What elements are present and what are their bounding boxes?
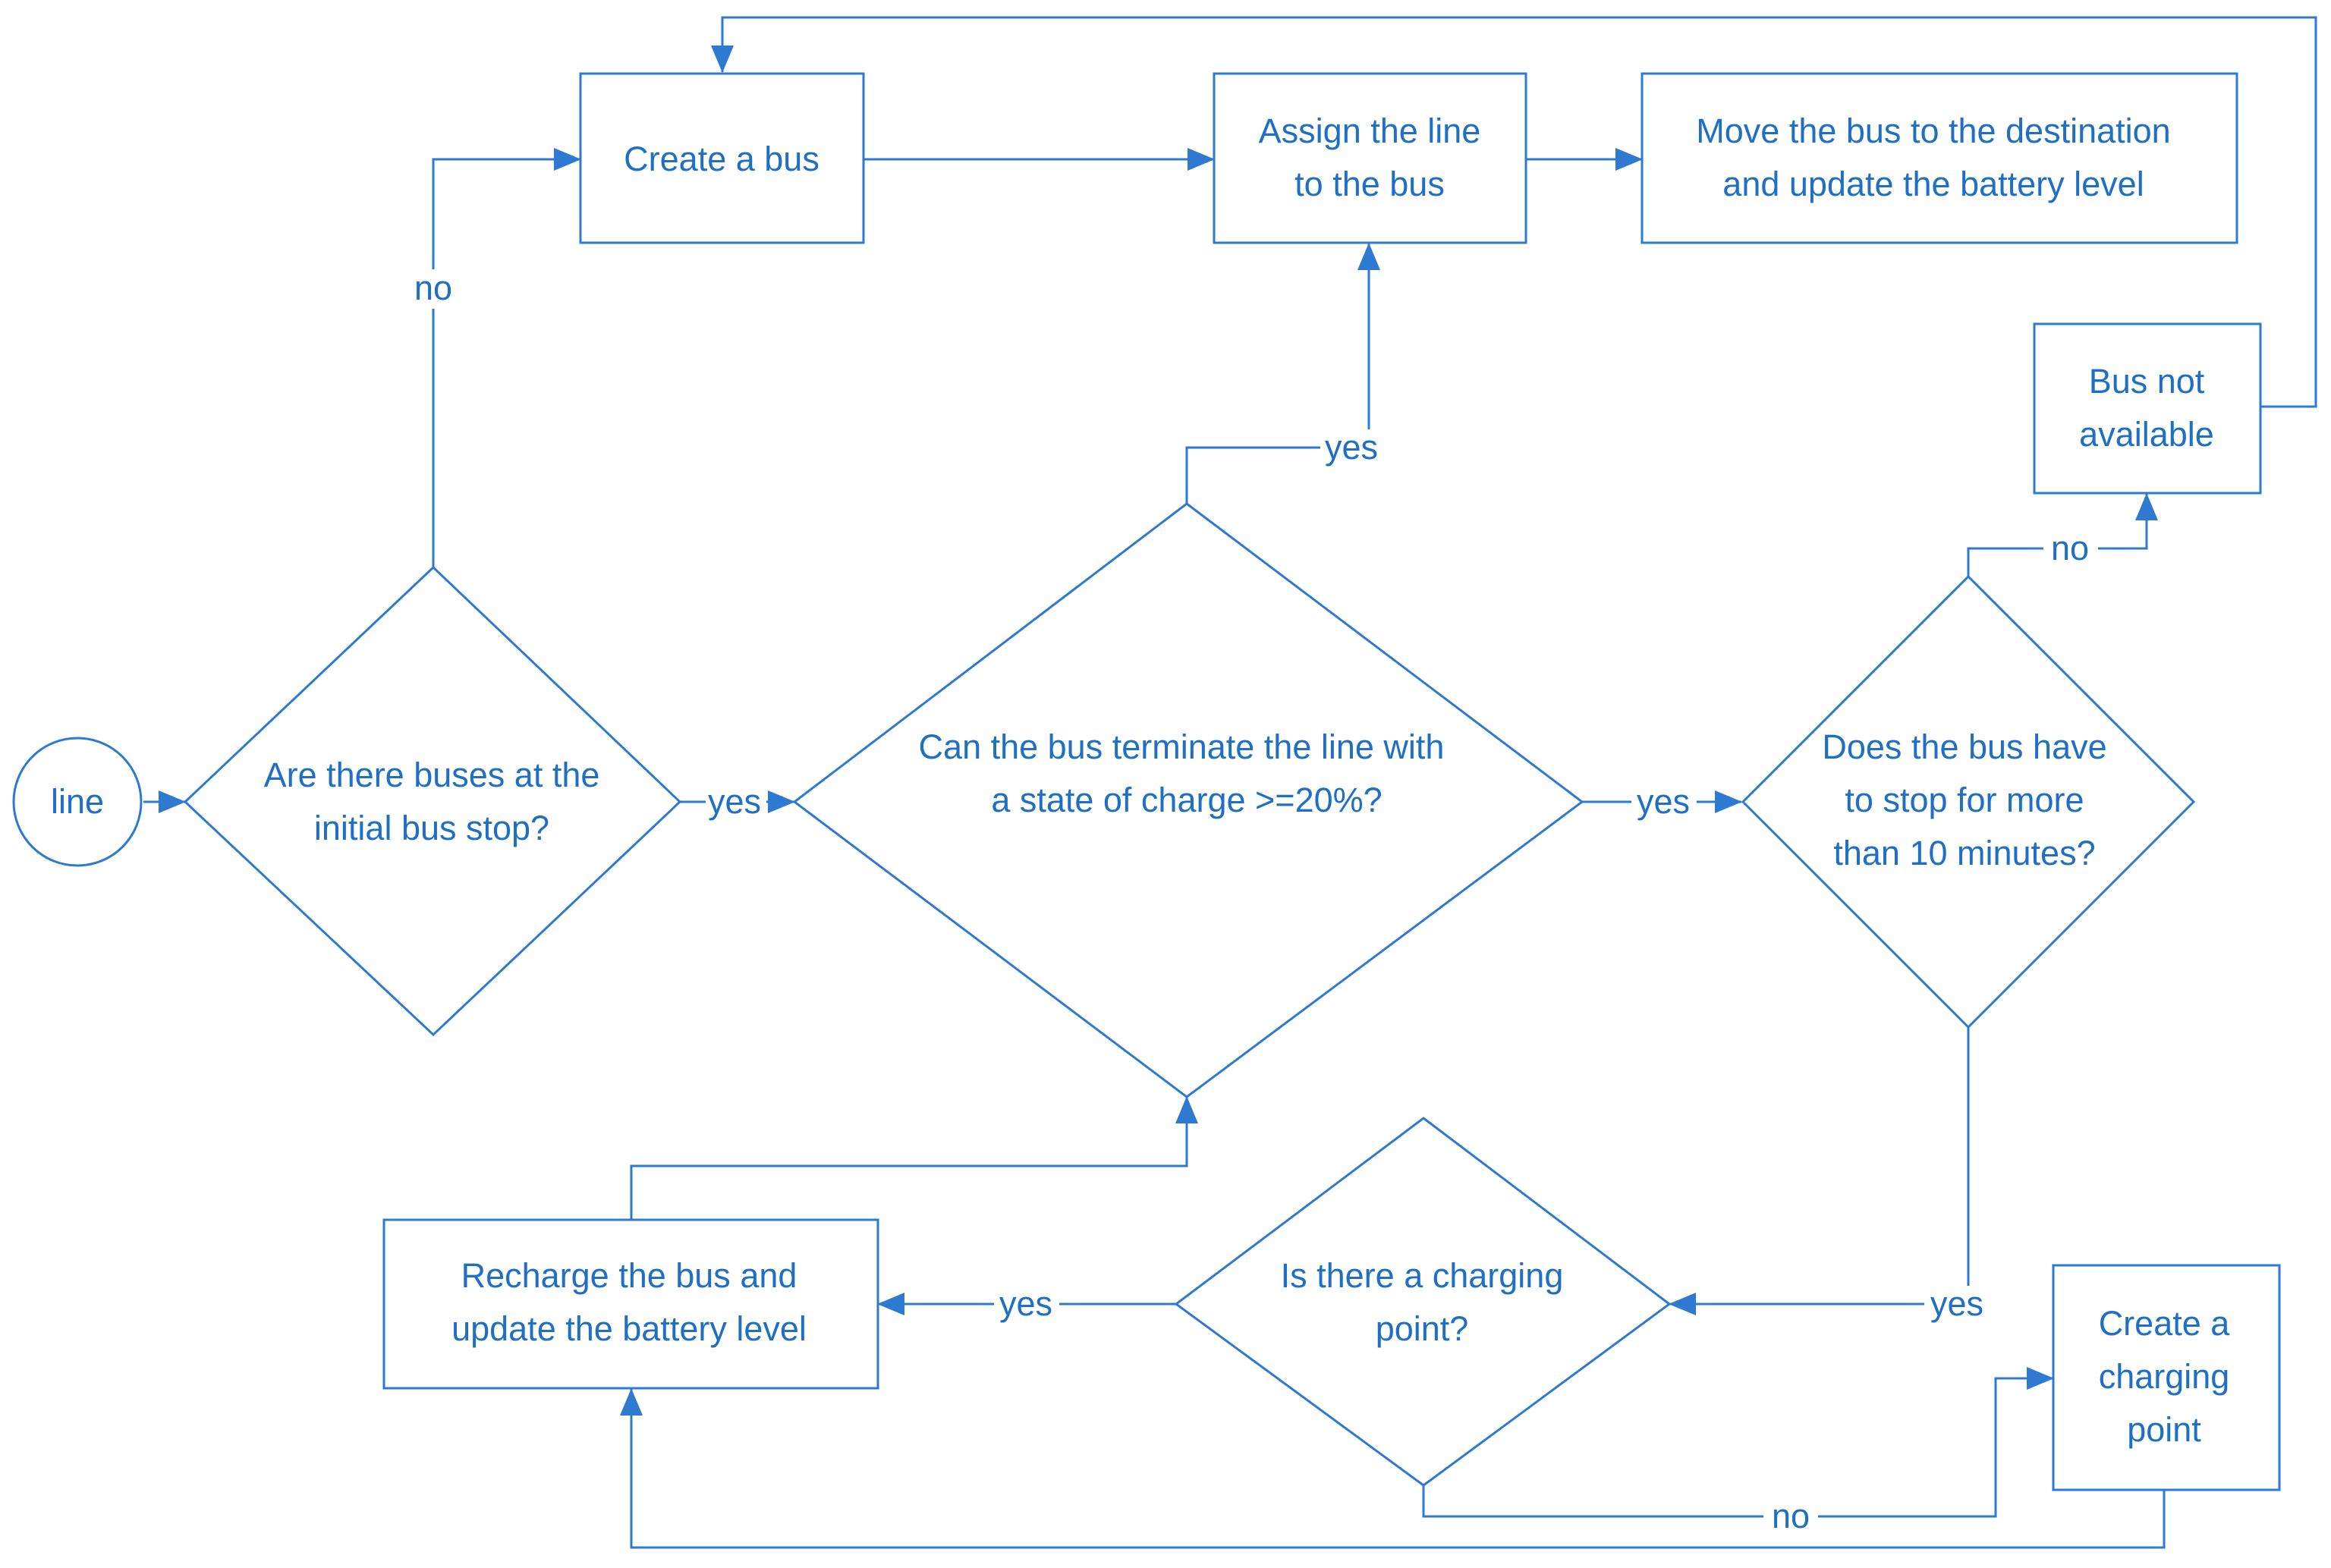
start-node: line bbox=[12, 737, 143, 867]
decision-buses-at-stop-line2: initial bus stop? bbox=[314, 809, 549, 847]
edge-label-buses-no-text: no bbox=[414, 269, 452, 307]
process-create-charging-point: Create a charging point bbox=[2052, 1264, 2281, 1491]
process-move-bus-line1: Move the bus to the destination bbox=[1696, 112, 2170, 150]
edge-create-cp-to-recharge bbox=[620, 1388, 2166, 1549]
edge-label-charging-yes-text: yes bbox=[999, 1284, 1052, 1323]
edge-recharge-to-q-terminate bbox=[630, 1096, 1198, 1220]
decision-stop-duration-line3: than 10 minutes? bbox=[1833, 834, 2095, 872]
edge-label-stop-yes-text: yes bbox=[1930, 1284, 1983, 1323]
process-create-charging-point-line1: Create a bbox=[2099, 1304, 2231, 1343]
decision-terminate-line: Can the bus terminate the line with a st… bbox=[792, 502, 1584, 1098]
decision-buses-at-stop: Are there buses at the initial bus stop? bbox=[183, 565, 682, 1037]
decision-buses-at-stop-line1: Are there buses at the bbox=[264, 756, 600, 794]
process-bus-not-available-line2: available bbox=[2079, 415, 2214, 454]
start-label: line bbox=[51, 782, 104, 821]
edge-q-buses-no bbox=[432, 148, 581, 567]
edge-label-buses-no: no bbox=[402, 269, 464, 309]
process-create-charging-point-line3: point bbox=[2127, 1410, 2201, 1449]
decision-terminate-line-line1: Can the bus terminate the line with bbox=[919, 727, 1445, 766]
decision-charging-point: Is there a charging point? bbox=[1174, 1117, 1672, 1487]
process-bus-not-available-line1: Bus not bbox=[2089, 362, 2205, 401]
decision-terminate-line-line2: a state of charge >=20%? bbox=[991, 781, 1382, 819]
edge-q-stop-yes bbox=[1669, 1027, 1970, 1315]
process-recharge: Recharge the bus and update the battery … bbox=[382, 1218, 879, 1390]
edge-label-terminate-yes-right: yes bbox=[1631, 782, 1697, 821]
process-create-charging-point-line2: charging bbox=[2099, 1357, 2230, 1396]
decision-stop-duration-line2: to stop for more bbox=[1845, 781, 2084, 819]
process-create-bus: Create a bus bbox=[579, 72, 865, 244]
edge-label-stop-yes: yes bbox=[1924, 1284, 1990, 1323]
edge-label-buses-yes-text: yes bbox=[708, 782, 761, 821]
process-move-bus-line2: and update the battery level bbox=[1722, 165, 2144, 203]
edge-q-terminate-yes-up bbox=[1185, 243, 1380, 504]
edge-not-available-loop bbox=[711, 16, 2317, 408]
decision-charging-point-line2: point? bbox=[1376, 1309, 1469, 1348]
decision-stop-duration-line1: Does the bus have bbox=[1822, 727, 2106, 766]
edge-label-charging-yes: yes bbox=[994, 1284, 1059, 1323]
edge-label-stop-no-text: no bbox=[2051, 529, 2089, 567]
edge-label-stop-no: no bbox=[2043, 529, 2098, 567]
edge-label-charging-no-text: no bbox=[1772, 1497, 1810, 1535]
process-recharge-line2: update the battery level bbox=[451, 1309, 807, 1348]
edge-label-buses-yes: yes bbox=[706, 782, 766, 821]
edge-label-terminate-yes-right-text: yes bbox=[1637, 782, 1690, 821]
process-move-bus: Move the bus to the destination and upda… bbox=[1641, 72, 2238, 244]
process-recharge-line1: Recharge the bus and bbox=[461, 1256, 797, 1295]
decision-stop-duration: Does the bus have to stop for more than … bbox=[1741, 574, 2196, 1029]
process-create-bus-label: Create a bus bbox=[624, 140, 819, 178]
process-assign-line: Assign the line to the bus bbox=[1213, 72, 1527, 244]
edge-label-terminate-yes-up-text: yes bbox=[1325, 428, 1378, 467]
edge-label-charging-no: no bbox=[1763, 1497, 1818, 1535]
decision-charging-point-line1: Is there a charging bbox=[1281, 1256, 1564, 1295]
process-bus-not-available: Bus not available bbox=[2033, 322, 2262, 495]
edge-q-charging-no bbox=[1422, 1367, 2054, 1518]
edge-label-terminate-yes-up: yes bbox=[1320, 428, 1386, 467]
process-assign-line-line2: to the bus bbox=[1294, 165, 1445, 203]
process-assign-line-line1: Assign the line bbox=[1259, 112, 1481, 150]
